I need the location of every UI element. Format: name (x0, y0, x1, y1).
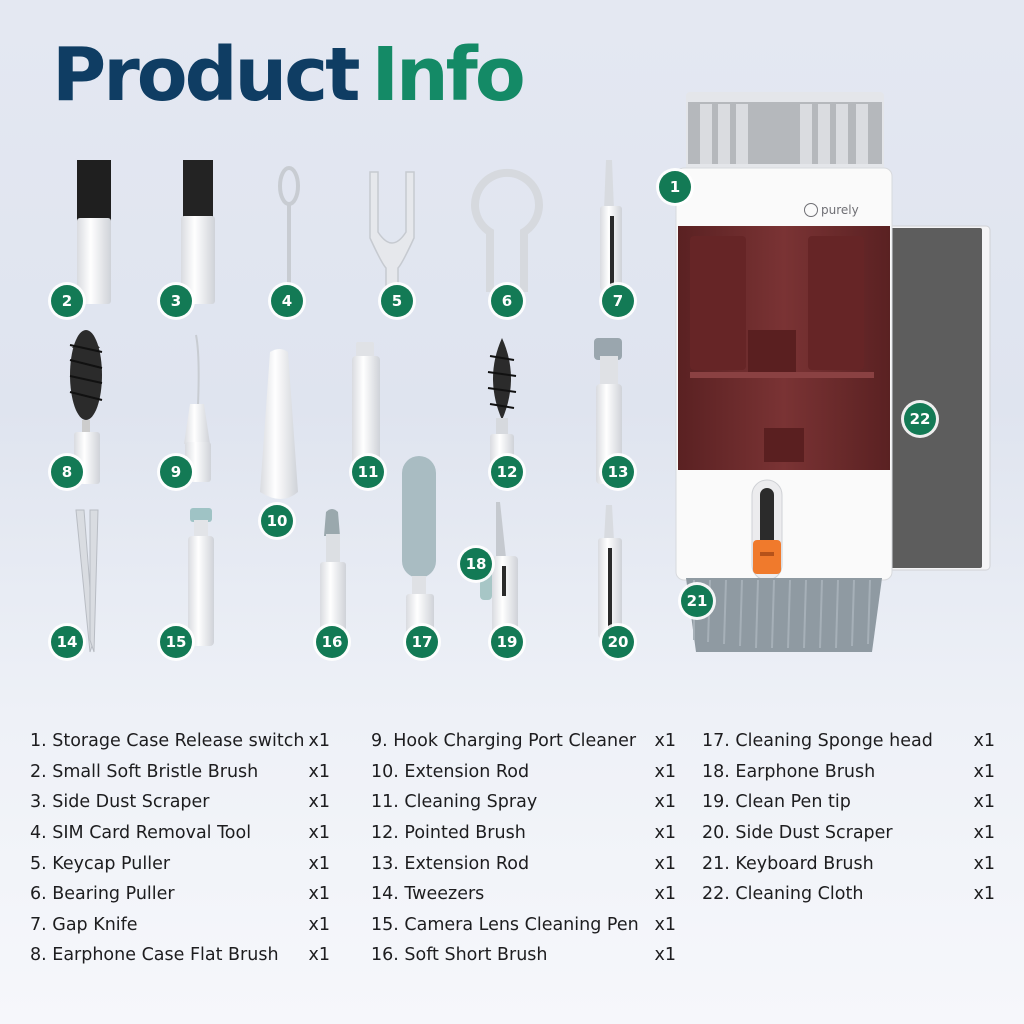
earphone-case-flat-brush (69, 330, 103, 484)
badge-18: 18 (460, 548, 492, 580)
badge-12: 12 (491, 456, 523, 488)
badge-9: 9 (160, 456, 192, 488)
camera-lens-cleaning-pen (188, 508, 214, 646)
badge-6: 6 (491, 285, 523, 317)
brand-logo: purely (804, 203, 859, 217)
bearing-puller (471, 168, 543, 292)
title-word-info: Info (371, 32, 525, 118)
extension-rod-10 (260, 349, 298, 499)
brand-icon (804, 203, 818, 217)
tweezers (75, 509, 99, 653)
sim-card-removal-tool (278, 166, 300, 290)
storage-case (675, 92, 893, 652)
badge-14: 14 (51, 626, 83, 658)
badge-1: 1 (659, 171, 691, 203)
badge-8: 8 (51, 456, 83, 488)
badge-2: 2 (51, 285, 83, 317)
keycap-puller (369, 171, 415, 299)
badge-13: 13 (602, 456, 634, 488)
side-dust-scraper (181, 160, 215, 304)
badge-16: 16 (316, 626, 348, 658)
badge-22: 22 (904, 403, 936, 435)
tools-illustration (69, 92, 991, 656)
badge-11: 11 (352, 456, 384, 488)
badge-15: 15 (160, 626, 192, 658)
cleaning-cloth (879, 225, 991, 571)
badge-7: 7 (602, 285, 634, 317)
hook-charging-port-cleaner (184, 334, 211, 482)
badge-17: 17 (406, 626, 438, 658)
title-word-product: Product (52, 32, 360, 118)
cleaning-spray (352, 342, 380, 464)
keyboard-brush (686, 578, 882, 652)
side-dust-scraper-20 (598, 505, 622, 638)
badge-21: 21 (681, 585, 713, 617)
badge-20: 20 (602, 626, 634, 658)
badge-5: 5 (381, 285, 413, 317)
badge-10: 10 (261, 505, 293, 537)
badge-3: 3 (160, 285, 192, 317)
brand-name: purely (821, 203, 859, 217)
badge-19: 19 (491, 626, 523, 658)
small-soft-bristle-brush (77, 160, 111, 304)
gap-knife (600, 160, 622, 290)
soft-short-brush (320, 509, 346, 632)
cleaning-sponge-head (402, 456, 436, 644)
badge-4: 4 (271, 285, 303, 317)
